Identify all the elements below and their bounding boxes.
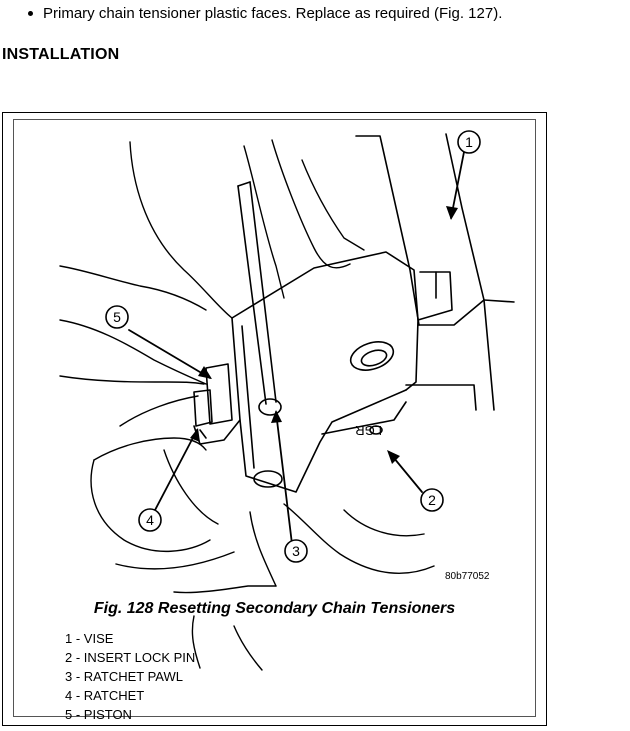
stamp-text: LGR bbox=[355, 423, 382, 438]
figure-caption: Fig. 128 Resetting Secondary Chain Tensi… bbox=[93, 600, 456, 617]
callout-5: 5 bbox=[105, 305, 129, 329]
figure-id-code: 80b77052 bbox=[445, 571, 490, 582]
callout-1-label: 1 bbox=[465, 134, 473, 150]
legend-item: 3 - RATCHET PAWL bbox=[65, 669, 183, 684]
tensioner-body-drawing bbox=[231, 251, 453, 493]
legend-item: 5 - PISTON bbox=[65, 707, 132, 722]
pawl-tool-drawing bbox=[237, 181, 277, 405]
callout-2-label: 2 bbox=[428, 492, 436, 508]
callout-2: 2 bbox=[420, 488, 444, 512]
figure-panel: LGR 1 5 bbox=[13, 119, 536, 722]
leader-lines bbox=[128, 151, 465, 545]
section-heading: INSTALLATION bbox=[2, 46, 120, 63]
figure-legend: 1 - VISE 2 - INSERT LOCK PIN 3 - RATCHET… bbox=[65, 629, 195, 724]
hands-drawing bbox=[59, 139, 435, 671]
bullet-item: Primary chain tensioner plastic faces. R… bbox=[28, 5, 502, 22]
callout-3: 3 bbox=[284, 539, 308, 563]
legend-item: 2 - INSERT LOCK PIN bbox=[65, 650, 196, 665]
callout-4-label: 4 bbox=[146, 512, 154, 528]
legend-item: 4 - RATCHET bbox=[65, 688, 145, 703]
tensioner-illustration: LGR 1 5 bbox=[59, 130, 515, 671]
legend-item: 1 - VISE bbox=[65, 631, 114, 646]
callout-4: 4 bbox=[138, 508, 162, 532]
callout-5-label: 5 bbox=[113, 309, 121, 325]
callout-1: 1 bbox=[457, 130, 481, 154]
figure-frame: LGR 1 5 bbox=[2, 112, 547, 726]
bullet-text: Primary chain tensioner plastic faces. R… bbox=[43, 5, 503, 22]
arrow-heads bbox=[190, 206, 458, 464]
vise-drawing bbox=[355, 133, 515, 411]
bullet-dot bbox=[28, 11, 33, 16]
callout-3-label: 3 bbox=[292, 543, 300, 559]
